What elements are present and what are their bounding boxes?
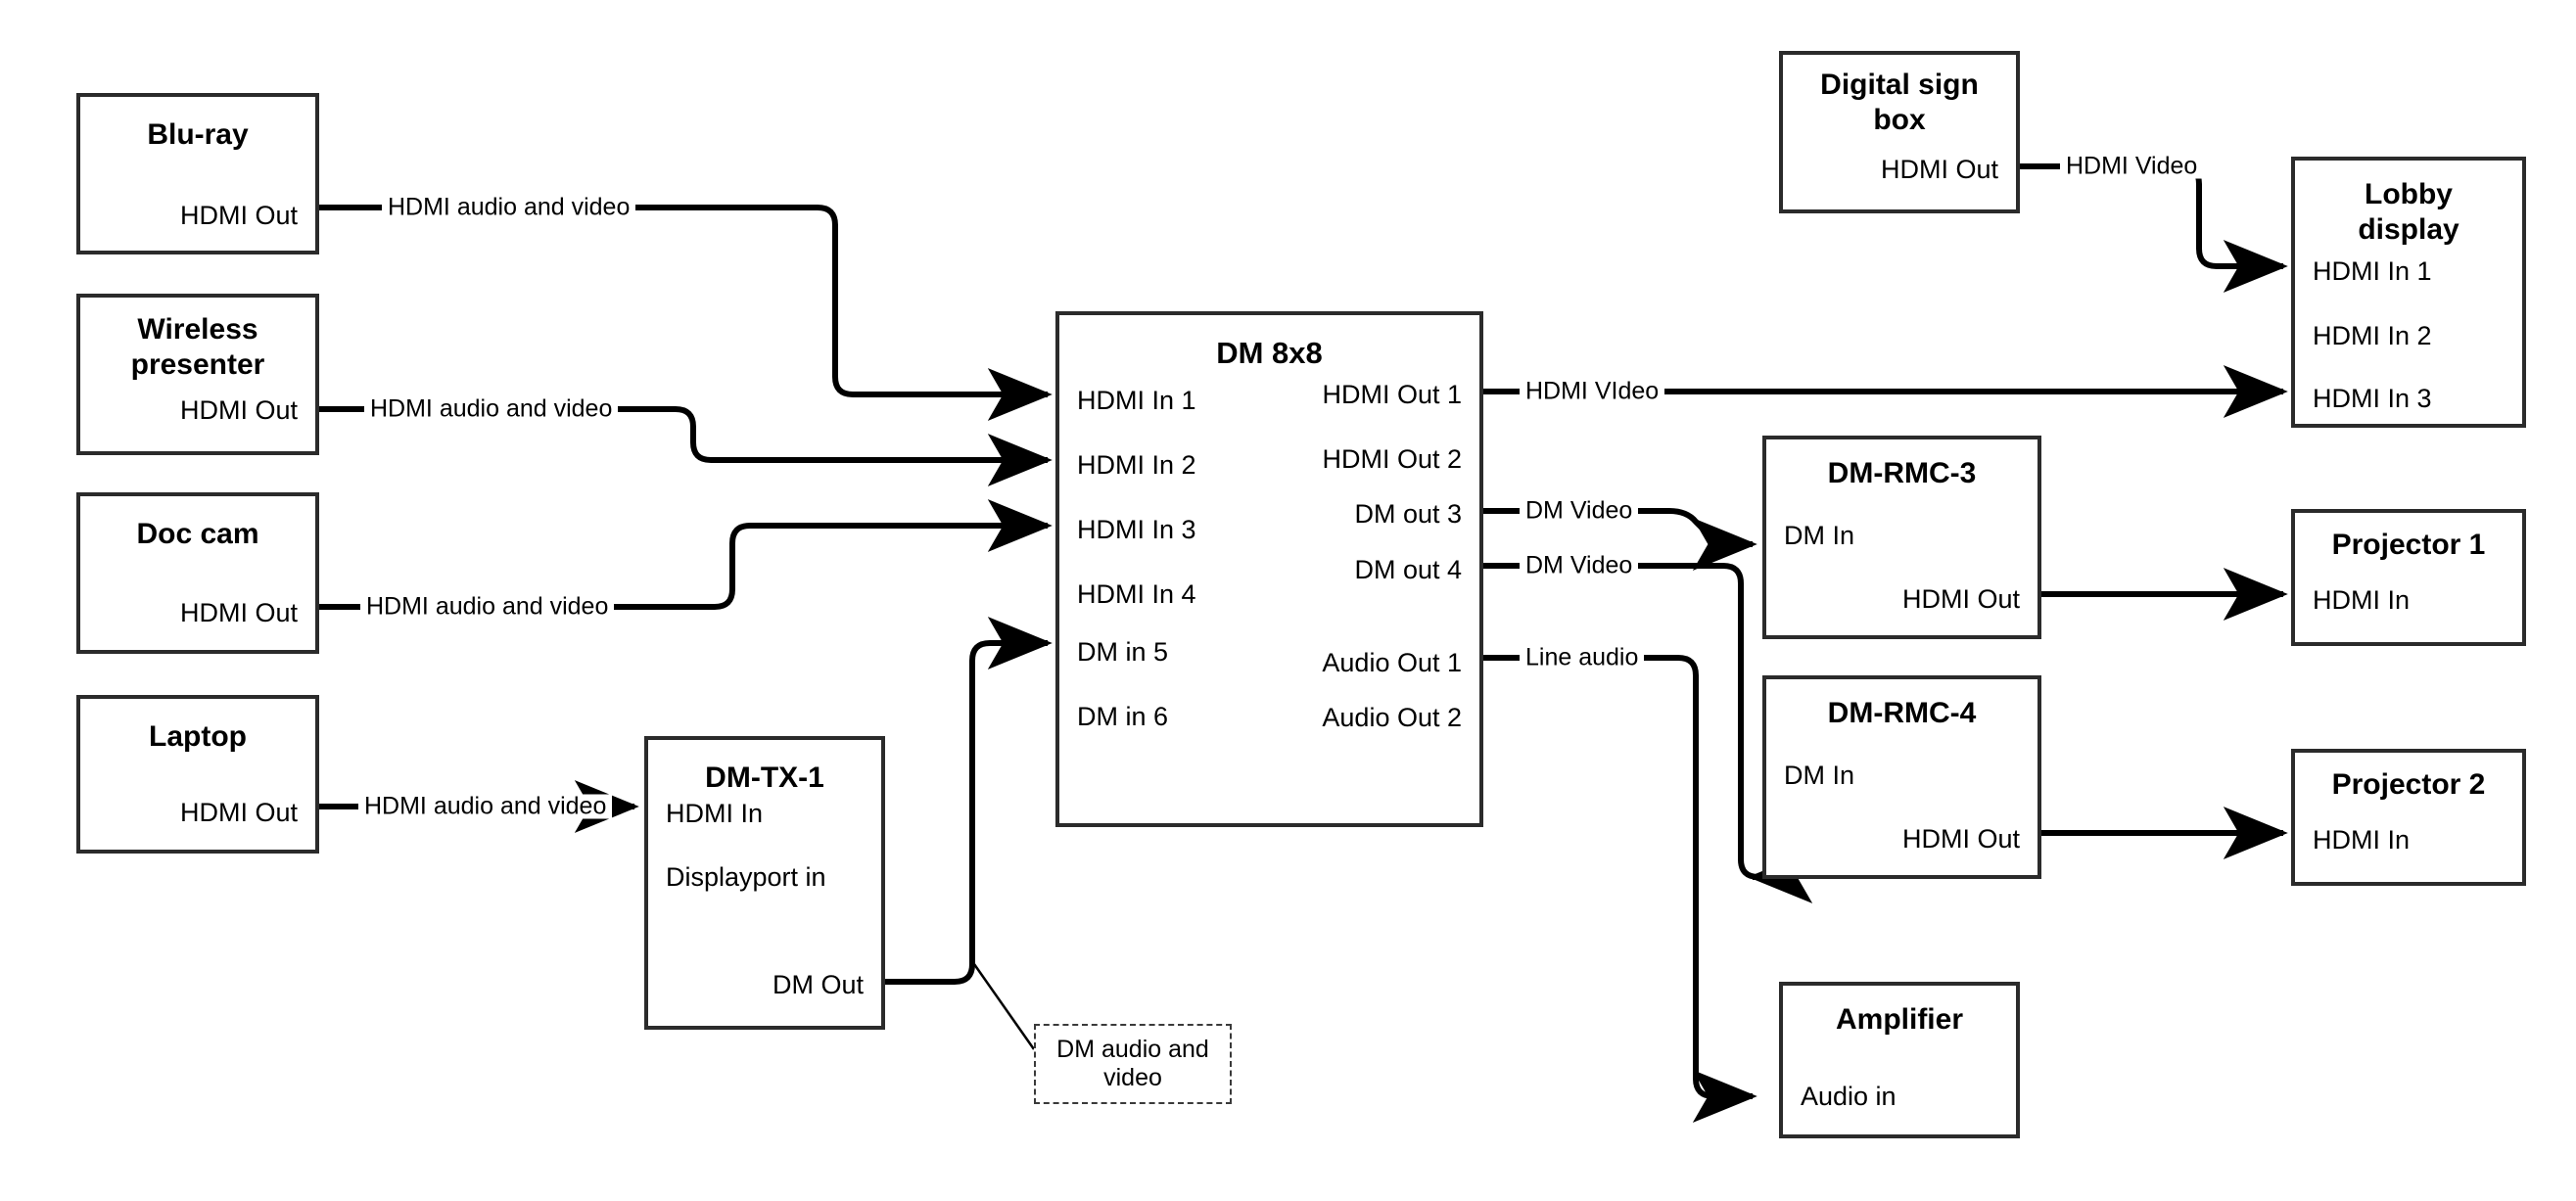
port-dm-rmc-3-hdmi-out[interactable]: HDMI Out (1901, 584, 2020, 614)
node-title-laptop: Laptop (149, 720, 247, 753)
wire-label-doccam: HDMI audio and video (360, 594, 615, 620)
wire-label-bluray: HDMI audio and video (382, 195, 636, 220)
wire-label-dm-video-4: DM Video (1520, 553, 1639, 578)
node-projector-1[interactable]: Projector 1 HDMI In (2291, 509, 2526, 646)
port-doc-cam-hdmi-out[interactable]: HDMI Out (179, 598, 298, 627)
port-dm-rmc-4-hdmi-out[interactable]: HDMI Out (1901, 824, 2020, 854)
callout-line-2: video (1103, 1064, 1162, 1091)
node-dm-tx-1[interactable]: DM-TX-1 HDMI In Displayport in DM Out (644, 736, 885, 1030)
port-lobby-display-hdmi-in-3[interactable]: HDMI In 3 (2313, 384, 2432, 413)
port-blu-ray-hdmi-out[interactable]: HDMI Out (179, 201, 298, 230)
wire-signbox-to-lobby (2020, 163, 2288, 293)
port-dm-8x8-hdmi-in-4[interactable]: HDMI In 4 (1077, 579, 1196, 609)
node-title-wireless-presenter-2: presenter (130, 348, 265, 381)
node-title-dm-8x8: DM 8x8 (1216, 336, 1323, 370)
port-dm-rmc-3-dm-in[interactable]: DM In (1784, 521, 1855, 550)
port-amplifier-audio-in[interactable]: Audio in (1801, 1082, 1897, 1111)
port-dm-tx-1-displayport-in[interactable]: Displayport in (666, 862, 826, 892)
node-amplifier[interactable]: Amplifier Audio in (1779, 982, 2020, 1138)
node-title-lobby-display-1: Lobby (2365, 178, 2453, 210)
port-dm-8x8-dm-out-3[interactable]: DM out 3 (1354, 499, 1462, 529)
port-lobby-display-hdmi-in-1[interactable]: HDMI In 1 (2313, 256, 2432, 286)
port-laptop-hdmi-out[interactable]: HDMI Out (179, 798, 298, 827)
node-title-dm-tx-1: DM-TX-1 (705, 762, 824, 794)
node-wireless-presenter[interactable]: Wireless presenter HDMI Out (76, 294, 319, 455)
port-projector-1-hdmi-in[interactable]: HDMI In (2313, 585, 2411, 615)
port-dm-8x8-hdmi-out-1[interactable]: HDMI Out 1 (1322, 380, 1462, 409)
node-title-doc-cam: Doc cam (136, 518, 259, 550)
wire-dmtx1-to-dm8x8 (884, 617, 1053, 985)
wire-label-dm-video-3: DM Video (1520, 498, 1639, 524)
wire-label-line-audio: Line audio (1520, 645, 1645, 670)
wire-label-signbox-hdmi: HDMI Video (2060, 154, 2204, 179)
port-dm-8x8-dm-in-6[interactable]: DM in 6 (1077, 702, 1169, 731)
port-dm-8x8-audio-out-1[interactable]: Audio Out 1 (1322, 648, 1462, 677)
node-projector-2[interactable]: Projector 2 HDMI In (2291, 749, 2526, 886)
node-title-lobby-display-2: display (2358, 213, 2459, 246)
callout-line-1: DM audio and (1056, 1035, 1209, 1063)
node-title-projector-1: Projector 1 (2331, 529, 2486, 561)
port-lobby-display-hdmi-in-2[interactable]: HDMI In 2 (2313, 321, 2432, 350)
node-title-amplifier: Amplifier (1835, 1003, 1964, 1036)
node-title-projector-2: Projector 2 (2331, 768, 2486, 801)
node-title-dm-rmc-4: DM-RMC-4 (1827, 697, 1977, 729)
node-doc-cam[interactable]: Doc cam HDMI Out (76, 492, 319, 654)
port-dm-8x8-hdmi-in-2[interactable]: HDMI In 2 (1077, 450, 1196, 480)
port-dm-8x8-audio-out-2[interactable]: Audio Out 2 (1322, 703, 1462, 732)
node-title-digital-sign-box-2: box (1873, 104, 1926, 136)
wire-label-hdmi-video-out1: HDMI VIdeo (1520, 379, 1665, 404)
node-lobby-display[interactable]: Lobby display HDMI In 1 HDMI In 2 HDMI I… (2291, 157, 2526, 428)
node-title-digital-sign-box-1: Digital sign (1820, 69, 1979, 101)
port-wireless-presenter-hdmi-out[interactable]: HDMI Out (179, 395, 298, 425)
node-title-wireless-presenter-1: Wireless (137, 313, 258, 346)
port-dm-8x8-dm-in-5[interactable]: DM in 5 (1077, 637, 1169, 667)
wire-bluray-to-dm8x8 (318, 205, 1053, 421)
wire-dm8x8-audio1-to-amp (1481, 655, 1757, 1123)
port-dm-tx-1-hdmi-in[interactable]: HDMI In (666, 799, 764, 828)
node-title-blu-ray: Blu-ray (147, 118, 249, 151)
wire-label-wireless: HDMI audio and video (364, 396, 619, 422)
node-dm-8x8[interactable]: DM 8x8 HDMI In 1 HDMI In 2 HDMI In 3 HDM… (1055, 311, 1483, 827)
wire-label-laptop: HDMI audio and video (358, 794, 613, 819)
node-title-dm-rmc-3: DM-RMC-3 (1827, 457, 1977, 489)
port-dm-rmc-4-dm-in[interactable]: DM In (1784, 761, 1855, 790)
port-dm-tx-1-dm-out[interactable]: DM Out (772, 970, 864, 999)
port-dm-8x8-hdmi-in-1[interactable]: HDMI In 1 (1077, 386, 1196, 415)
port-dm-8x8-dm-out-4[interactable]: DM out 4 (1354, 555, 1462, 584)
node-dm-rmc-3[interactable]: DM-RMC-3 DM In HDMI Out (1762, 436, 2041, 639)
node-blu-ray[interactable]: Blu-ray HDMI Out (76, 93, 319, 254)
port-dm-8x8-hdmi-out-2[interactable]: HDMI Out 2 (1322, 444, 1462, 474)
callout-leader-line (972, 963, 1036, 1050)
callout-dm-audio-video: DM audio and video (1034, 1024, 1232, 1104)
port-digital-sign-box-hdmi-out[interactable]: HDMI Out (1880, 155, 1998, 184)
node-digital-sign-box[interactable]: Digital sign box HDMI Out (1779, 51, 2020, 213)
wire-dm8x8-out4-to-rmc4 (1481, 563, 1813, 903)
node-laptop[interactable]: Laptop HDMI Out (76, 695, 319, 854)
port-projector-2-hdmi-in[interactable]: HDMI In (2313, 825, 2411, 855)
port-dm-8x8-hdmi-in-3[interactable]: HDMI In 3 (1077, 515, 1196, 544)
node-dm-rmc-4[interactable]: DM-RMC-4 DM In HDMI Out (1762, 675, 2041, 879)
